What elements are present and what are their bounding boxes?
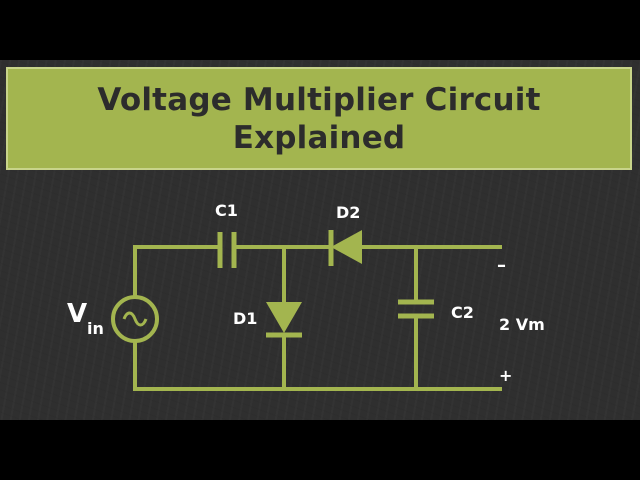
d1-diode-icon — [266, 302, 302, 333]
label-c1: C1 — [215, 201, 238, 220]
d2-diode-icon — [331, 230, 362, 264]
title-line-2: Explained — [232, 119, 406, 156]
label-vin-subscript: in — [87, 319, 104, 338]
label-c2: C2 — [451, 303, 474, 322]
label-vin: V — [67, 299, 87, 329]
label-output-voltage: 2 Vm — [499, 315, 545, 334]
label-plus-terminal: + — [499, 366, 512, 385]
label-d2: D2 — [336, 203, 360, 222]
label-d1: D1 — [233, 309, 257, 328]
title-line-1: Voltage Multiplier Circuit — [97, 81, 541, 118]
ac-wave-icon — [122, 311, 148, 327]
ac-source-icon — [111, 295, 159, 343]
title-banner: Voltage Multiplier Circuit Explained — [6, 67, 632, 170]
label-minus-terminal: – — [497, 255, 506, 276]
